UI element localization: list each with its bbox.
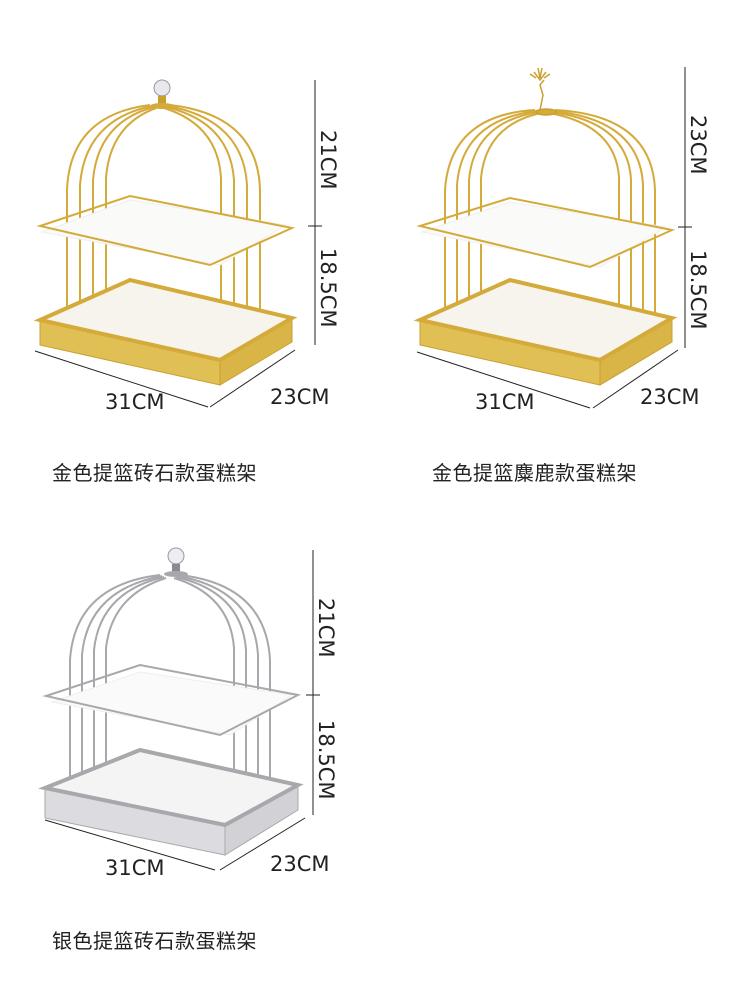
dimension-lower-height: 18.5CM	[316, 248, 340, 328]
product-caption: 金色提篮砖石款蛋糕架	[52, 461, 257, 485]
crystal-knob-icon	[167, 547, 185, 565]
deer-topper-icon	[529, 67, 557, 116]
product-caption: 银色提篮砖石款蛋糕架	[52, 929, 257, 953]
dimension-depth: 23CM	[270, 385, 330, 409]
product-image-gold-deer-stand	[413, 67, 692, 409]
dimension-width: 31CM	[105, 390, 165, 414]
product-image-silver-crystal-stand	[38, 547, 320, 871]
dimension-depth: 23CM	[270, 852, 330, 876]
product-image-gold-crystal-stand	[33, 79, 322, 408]
dimension-width: 31CM	[105, 856, 165, 880]
dimension-upper-height: 23CM	[686, 115, 710, 175]
dimension-upper-height: 21CM	[314, 598, 338, 658]
dimension-depth: 23CM	[640, 385, 700, 409]
dimension-lower-height: 18.5CM	[686, 250, 710, 330]
dimension-lower-height: 18.5CM	[314, 720, 338, 800]
product-card-silver-crystal: 21CM 18.5CM 31CM 23CM 银色提篮砖石款蛋糕架	[30, 540, 370, 1000]
product-card-gold-deer: 23CM 18.5CM 31CM 23CM 金色提篮麋鹿款蛋糕架	[400, 60, 740, 520]
product-card-gold-crystal: 21CM 18.5CM 31CM 23CM 金色提篮砖石款蛋糕架	[30, 60, 370, 520]
dimension-width: 31CM	[475, 390, 535, 414]
product-caption: 金色提篮麋鹿款蛋糕架	[432, 461, 637, 485]
crystal-knob-icon	[153, 79, 171, 97]
dimension-upper-height: 21CM	[316, 130, 340, 190]
